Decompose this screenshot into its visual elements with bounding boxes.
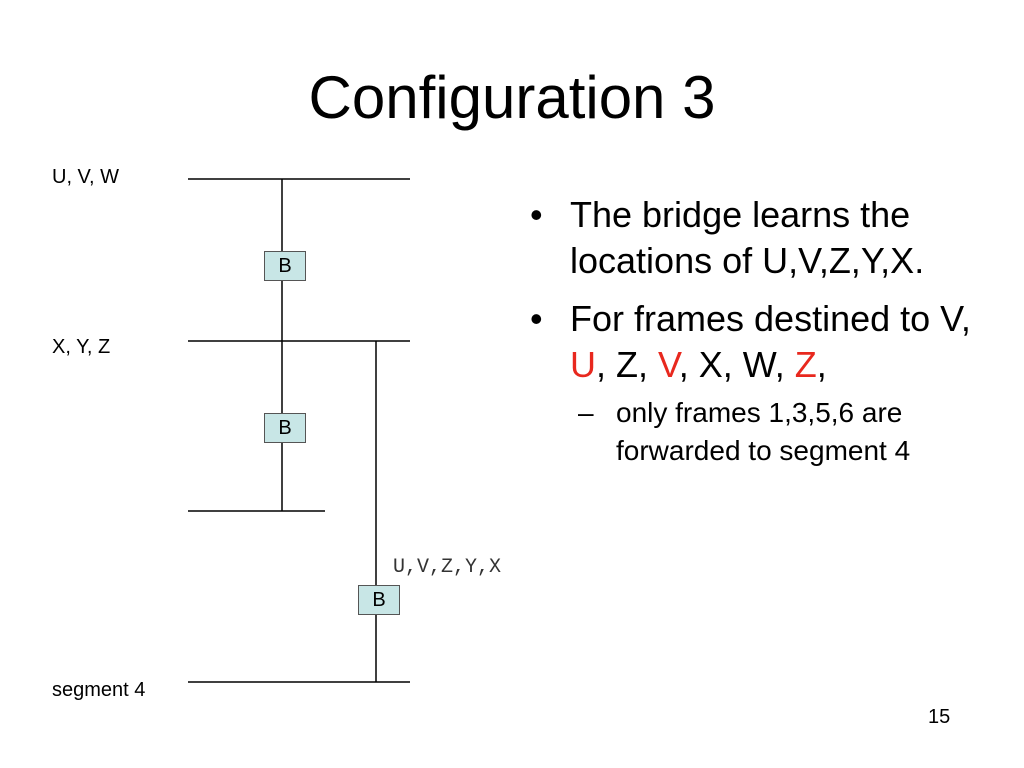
bullet-list: • The bridge learns the locations of U,V… <box>530 192 990 470</box>
sub-bullet-1: – only frames 1,3,5,6 are forwarded to s… <box>530 394 990 470</box>
bridge-2: B <box>264 413 306 443</box>
highlight-u: U <box>570 344 596 385</box>
segment-label-uvw: U, V, W <box>52 166 120 188</box>
bullet-symbol: • <box>530 194 543 235</box>
segment-label-xyz: X, Y, Z <box>52 336 111 358</box>
bullet-1: • The bridge learns the locations of U,V… <box>530 192 990 284</box>
highlight-v: V <box>658 344 679 385</box>
bullet-1-text: The bridge learns the locations of U,V,Z… <box>570 194 925 281</box>
bullet-2: • For frames destined to V, U, Z, V, X, … <box>530 296 990 388</box>
dash-symbol: – <box>578 397 594 428</box>
highlight-z: Z <box>794 344 817 385</box>
sub-bullet-1-text: only frames 1,3,5,6 are forwarded to seg… <box>616 397 911 466</box>
learned-addresses-label: U,V,Z,Y,X <box>393 556 502 579</box>
bridge-3: B <box>358 585 400 615</box>
bullet-2-text: For frames destined to V, U, Z, V, X, W,… <box>570 298 971 385</box>
slide-title: Configuration 3 <box>308 64 716 131</box>
segment-label-segment-4: segment 4 <box>52 679 146 701</box>
bridge-1: B <box>264 251 306 281</box>
page-number: 15 <box>928 706 951 728</box>
bullet-symbol: • <box>530 298 543 339</box>
